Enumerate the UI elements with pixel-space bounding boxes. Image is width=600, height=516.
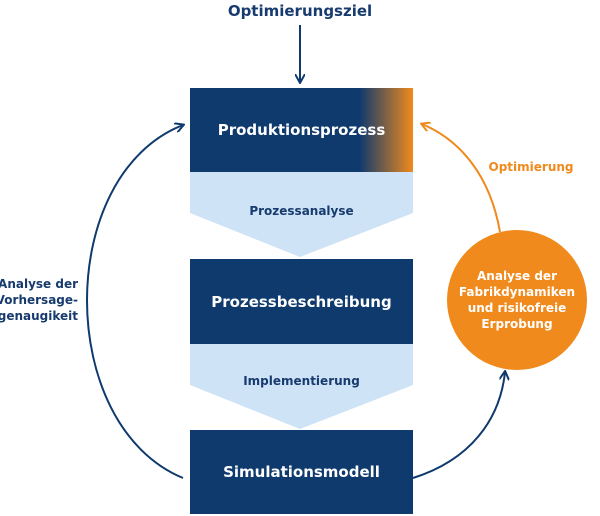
chevron-implementierung [190, 344, 413, 429]
goal-title: Optimierungsziel [227, 2, 373, 20]
box-label-prozessbeschreibung: Prozessbeschreibung [211, 292, 392, 311]
optimization-label: Optimierung [488, 160, 574, 174]
analysis-circle [447, 230, 587, 370]
left-loop-label: Analyse der Vorhersage-genaugikeit [0, 277, 78, 323]
box-prozessbeschreibung [190, 259, 413, 344]
left-loop-arrow [86, 125, 183, 479]
to-circle-arrow [412, 372, 505, 479]
transition-label-prozessanalyse: Prozessanalyse [249, 204, 354, 218]
optimization-arrow [422, 124, 501, 233]
box-produktionsprozess [190, 88, 413, 172]
box-label-simulationsmodell: Simulationsmodell [223, 463, 380, 481]
circle-label: Analyse der Fabrikdynamiken und risikofr… [458, 269, 576, 331]
transition-label-implementierung: Implementierung [243, 374, 360, 388]
chevron-prozessanalyse [190, 172, 413, 257]
box-simulationsmodell [190, 430, 413, 514]
box-label-produktionsprozess: Produktionsprozess [217, 121, 386, 139]
